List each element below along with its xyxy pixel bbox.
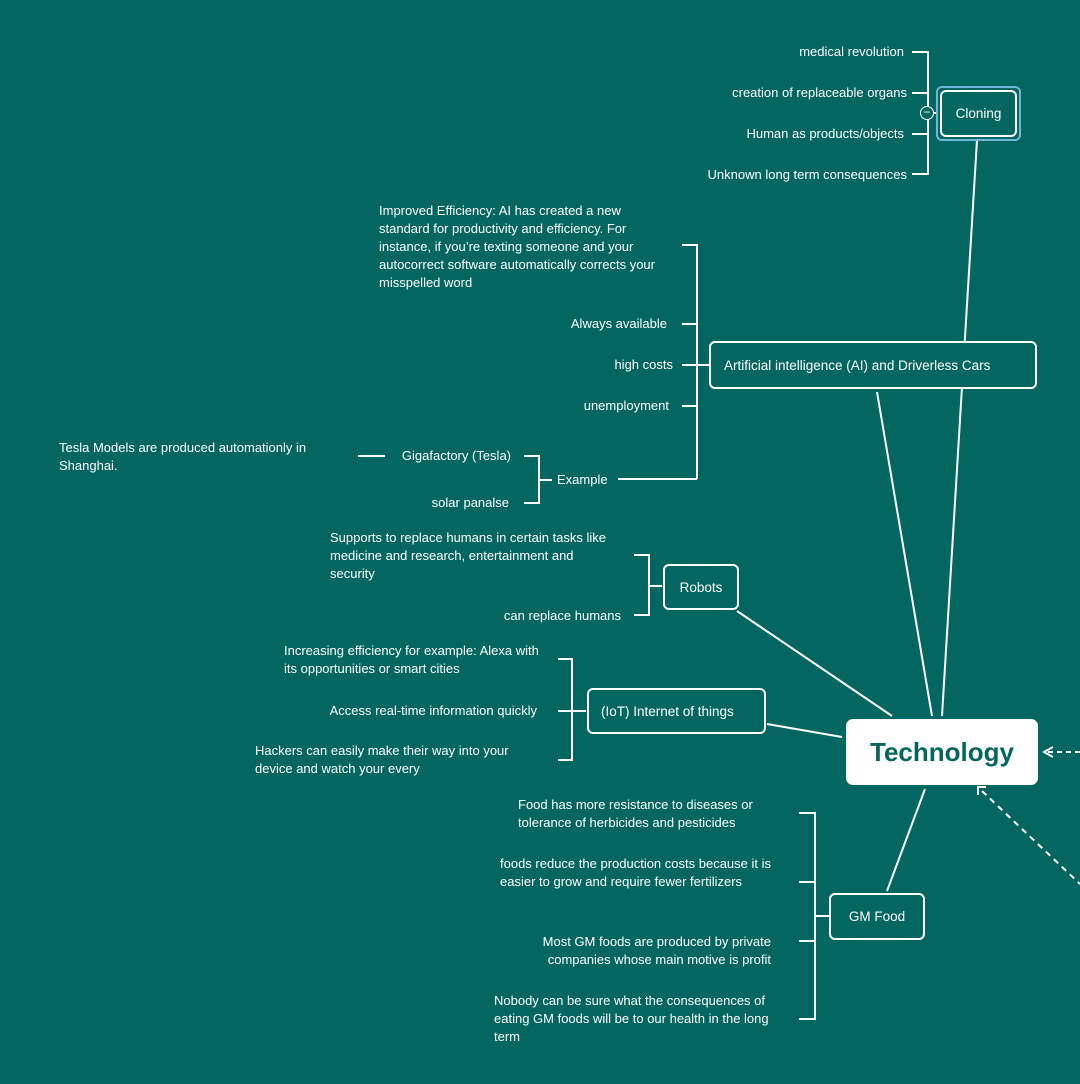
- example-item-solar[interactable]: solar panalse: [431, 495, 509, 510]
- gmfood-item-consequences[interactable]: Nobody can be sure what the consequences…: [494, 993, 769, 1044]
- link-root-iot: [766, 723, 843, 738]
- ai-item-high-costs[interactable]: high costs: [614, 357, 673, 372]
- robots-item-supports[interactable]: Supports to replace humans in certain ta…: [330, 530, 607, 581]
- node-iot[interactable]: (IoT) Internet of things: [587, 688, 766, 734]
- ai-item-efficiency[interactable]: Improved Efficiency: AI has created a ne…: [379, 203, 655, 290]
- ai-item-always-available[interactable]: Always available: [570, 316, 667, 331]
- bracket-robots: [634, 554, 662, 616]
- gmfood-item-costs[interactable]: foods reduce the production costs becaus…: [500, 856, 771, 889]
- gmfood-item-resistance[interactable]: Food has more resistance to diseases or …: [518, 797, 753, 830]
- arrow-lower-icon: [977, 786, 986, 795]
- bracket-example: [524, 455, 552, 504]
- iot-item-realtime[interactable]: Access real-time information quickly: [329, 703, 537, 718]
- node-cloning[interactable]: Cloning: [940, 90, 1017, 137]
- robots-item-replace[interactable]: can replace humans: [503, 608, 621, 623]
- node-example[interactable]: Example: [557, 472, 608, 487]
- link-root-ai: [876, 391, 933, 717]
- gmfood-item-private[interactable]: Most GM foods are produced by private co…: [542, 934, 771, 967]
- cloning-item-3[interactable]: Human as products/objects: [746, 126, 904, 141]
- bracket-gmfood: [799, 812, 829, 1020]
- iot-item-hackers[interactable]: Hackers can easily make their way into y…: [255, 743, 509, 776]
- node-gm-food[interactable]: GM Food: [829, 893, 925, 940]
- gigafactory-note[interactable]: Tesla Models are produced automationly i…: [59, 440, 307, 473]
- cloning-item-2[interactable]: creation of replaceable organs: [732, 85, 907, 100]
- collapse-toggle-icon[interactable]: −: [920, 106, 934, 120]
- link-root-gmfood: [886, 788, 926, 892]
- arrow-right-icon: [1042, 746, 1054, 758]
- node-robots[interactable]: Robots: [663, 564, 739, 610]
- link-root-cloning: [941, 139, 978, 717]
- iot-item-efficiency[interactable]: Increasing efficiency for example: Alexa…: [284, 643, 539, 676]
- node-ai-driverless-cars[interactable]: Artificial intelligence (AI) and Driverl…: [709, 341, 1037, 389]
- link-dashed-lower: [981, 790, 1080, 885]
- link-root-robots: [736, 610, 893, 717]
- bracket-iot: [558, 658, 586, 761]
- example-item-gigafactory[interactable]: Gigafactory (Tesla): [401, 448, 511, 463]
- selection-outline: [936, 86, 1021, 141]
- ai-item-unemployment[interactable]: unemployment: [583, 398, 669, 413]
- bracket-ai: [618, 244, 710, 480]
- cloning-item-1[interactable]: medical revolution: [799, 44, 904, 59]
- root-node-technology[interactable]: Technology: [846, 719, 1038, 785]
- cloning-item-4[interactable]: Unknown long term consequences: [707, 167, 907, 182]
